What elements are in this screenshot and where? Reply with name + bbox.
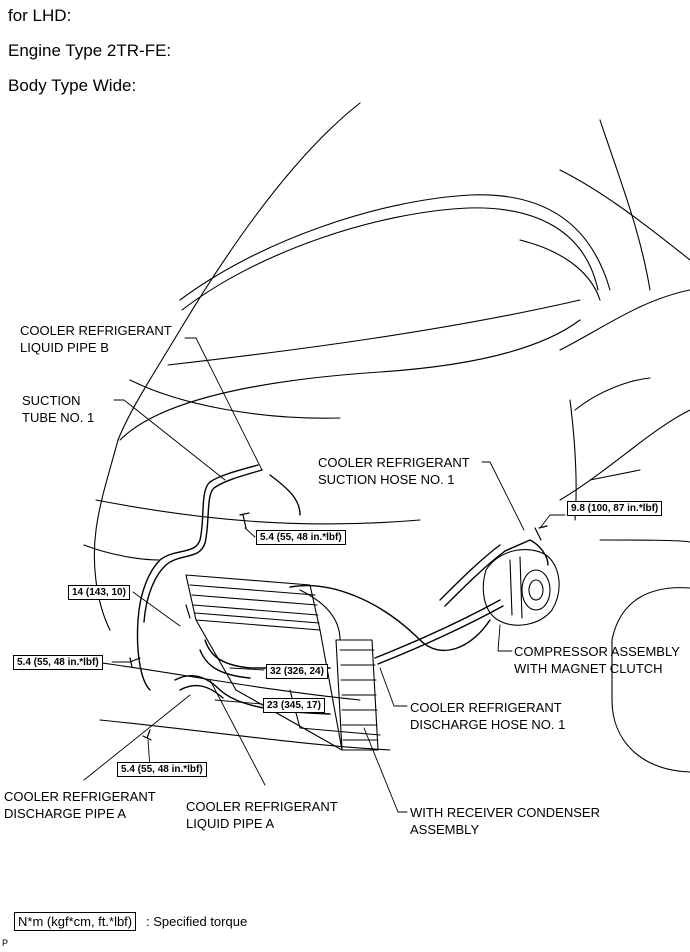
torque-pipe-joint: 14 (143, 10) — [68, 585, 130, 600]
header-for-lhd: for LHD: — [8, 6, 72, 25]
header-body-type: Body Type Wide: — [8, 76, 137, 95]
condenser-core — [185, 574, 379, 751]
bolt-icons — [129, 512, 548, 741]
torque-condenser-outlet: 23 (345, 17) — [263, 698, 325, 713]
torque-discharge-bolt: 5.4 (55, 48 in.*lbf) — [13, 655, 103, 670]
torque-lower-bolt: 5.4 (55, 48 in.*lbf) — [117, 762, 207, 777]
compressor-shape — [482, 549, 560, 626]
torque-compressor-bolt: 9.8 (100, 87 in.*lbf) — [567, 501, 663, 516]
corner-mark: P — [2, 938, 9, 948]
torque-suction-tube-bolt: 5.4 (55, 48 in.*lbf) — [256, 530, 346, 545]
refrigerant-lines — [136, 464, 549, 715]
leader-lines — [83, 337, 566, 813]
torque-condenser-inlet: 32 (326, 24) — [266, 664, 328, 679]
legend-torque-unit: N*m (kgf*cm, ft.*lbf) — [14, 912, 137, 931]
legend-text: : Specified torque — [146, 914, 248, 929]
vehicle-body-outline — [79, 102, 690, 773]
header-engine-type: Engine Type 2TR-FE: — [8, 41, 172, 60]
